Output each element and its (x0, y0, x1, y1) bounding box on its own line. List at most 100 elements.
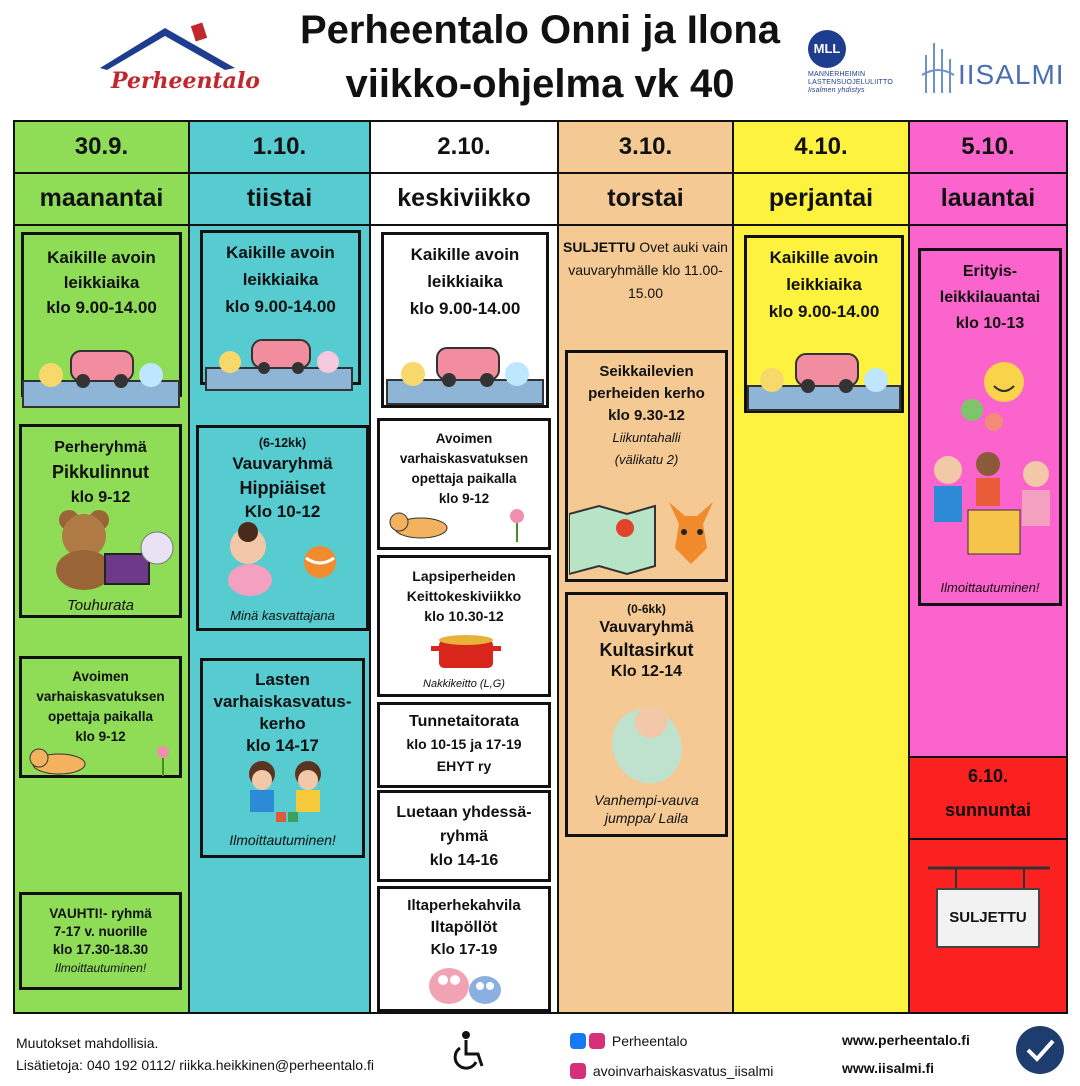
adventure-line2: perheiden kerho (588, 385, 705, 402)
teacher-time: klo 9-12 (438, 491, 490, 506)
teacher-box-monday: Avoimen varhaiskasvatuksen opettaja paik… (19, 656, 182, 778)
date-sunday: 6.10. (967, 766, 1009, 786)
emotion-time: klo 10-15 ja 17-19 (406, 736, 522, 752)
evening-cafe-box: Iltaperhekahvila Iltapöllöt Klo 17-19 (377, 886, 551, 1012)
dayname-thursday: torstai (559, 172, 732, 226)
emotion-title: Tunnetaitorata (409, 713, 519, 730)
teacher-line3: opettaja paikalla (47, 709, 154, 724)
baby-group-name: Kultasirkut (599, 640, 694, 660)
club-line1: Lasten (255, 670, 310, 689)
teacher-time: klo 9-12 (75, 729, 126, 744)
closed-note-line1: Ovet auki vain (639, 239, 728, 255)
column-monday: 30.9. maanantai Kaikille avoin leikkiaik… (13, 120, 190, 1014)
open-play-line1: Kaikille avoin (769, 248, 879, 267)
mll-logo-badge: MLL (808, 30, 846, 68)
open-play-line1: Kaikille avoin (226, 243, 335, 262)
toy-box-icon (386, 347, 544, 405)
adventure-time: klo 9.30-12 (608, 407, 685, 424)
baby-note-line2: jumppa/ Laila (604, 810, 689, 826)
open-play-line2: leikkiaika (63, 273, 140, 292)
dayname-saturday: lauantai (910, 172, 1066, 226)
adventure-address: (välikatu 2) (614, 452, 679, 467)
website-perheentalo[interactable]: www.perheentalo.fi (842, 1032, 970, 1048)
evening-time: Klo 17-19 (430, 941, 498, 958)
baby-note-line1: Vanhempi-vauva (594, 792, 699, 808)
cat-icon (29, 746, 169, 776)
baby-group-time: Klo 10-12 (244, 502, 321, 521)
cat-icon (389, 509, 524, 542)
dayname-monday: maanantai (15, 172, 188, 226)
iisalmi-logo: IISALMI (918, 35, 1064, 95)
closed-info: SULJETTU Ovet auki vain vauvaryhmälle kl… (559, 236, 732, 305)
open-play-box-friday: Kaikille avoin leikkiaika klo 9.00-14.00 (744, 235, 904, 413)
reading-line1: Luetaan yhdessä- (396, 804, 532, 821)
reading-time: klo 14-16 (429, 852, 499, 869)
vauhti-age: 7-17 v. nuorille (53, 924, 148, 939)
perheentalo-logo: Perheentalo (95, 18, 260, 103)
instagram-link[interactable]: avoinvarhaiskasvatus_iisalmi (570, 1056, 773, 1086)
closed-title: SULJETTU (563, 239, 636, 255)
baby-group-age: (6-12kk) (258, 436, 307, 450)
dayname-tuesday: tiistai (190, 172, 369, 226)
adventure-line1: Seikkailevien (599, 363, 694, 380)
footer-social: Perheentalo avoinvarhaiskasvatus_iisalmi (570, 1026, 773, 1086)
date-friday: 4.10. (734, 122, 908, 174)
website-iisalmi[interactable]: www.iisalmi.fi (842, 1060, 935, 1076)
baby-group-time: Klo 12-14 (610, 663, 683, 680)
instagram-icon (570, 1063, 586, 1079)
teacher-box-wednesday: Avoimen varhaiskasvatuksen opettaja paik… (377, 418, 551, 550)
open-play-line2: leikkiaika (786, 275, 862, 294)
page-subtitle: viikko-ohjelma vk 40 (345, 62, 735, 106)
baby-group-box-tuesday: (6-12kk) Vauvaryhmä Hippiäiset Klo 10-12… (196, 425, 369, 631)
owl-icon (429, 968, 501, 1004)
vauhti-note: Ilmoittautuminen! (54, 961, 147, 975)
page-title: Perheentalo Onni ja Ilona (299, 8, 781, 52)
dayname-wednesday: keskiviikko (371, 172, 557, 226)
facebook-link[interactable]: Perheentalo (570, 1026, 773, 1056)
mll-logo-line1: MANNERHEIMIN (808, 71, 866, 78)
toy-box-icon (747, 353, 901, 411)
kitchen-box: Lapsiperheiden Keittokeskiviikko klo 10.… (377, 555, 551, 697)
wheelchair-icon (453, 1031, 484, 1070)
family-group-time: klo 9-12 (70, 489, 131, 506)
club-note: Ilmoittautuminen! (229, 832, 336, 848)
closed-note-line2: vauvaryhmälle (568, 262, 659, 278)
column-friday: 4.10. perjantai Kaikille avoin leikkiaik… (732, 120, 910, 1014)
open-play-line1: Kaikille avoin (410, 245, 520, 264)
column-saturday: 5.10. lauantai Erityis- leikkilauantai k… (908, 120, 1068, 760)
evening-line1: Iltaperhekahvila (407, 897, 521, 914)
toy-box-icon (205, 339, 353, 391)
flower-icon (510, 509, 524, 523)
teddy-bear-icon (56, 510, 174, 590)
baby-group-title: Vauvaryhmä (232, 454, 333, 473)
perheentalo-logo-text: Perheentalo (111, 68, 260, 94)
date-thursday: 3.10. (559, 122, 732, 174)
dayname-friday: perjantai (734, 172, 908, 226)
emotion-org: EHYT ry (436, 758, 492, 774)
baby-group-box-thursday: (0-6kk) Vauvaryhmä Kultasirkut Klo 12-14… (565, 592, 728, 837)
toy-box-icon (22, 350, 180, 408)
mll-logo-line2: LASTENSUOJELULIITTO (808, 79, 893, 86)
open-play-box-monday: Kaikille avoin leikkiaika klo 9.00-14.00 (21, 232, 182, 397)
open-play-line1: Kaikille avoin (47, 248, 156, 267)
date-monday: 30.9. (15, 122, 188, 174)
children-blocks-icon (249, 761, 321, 822)
column-wednesday: 2.10. keskiviikko Kaikille avoin leikkia… (369, 120, 559, 1014)
footer-websites: www.perheentalo.fi www.iisalmi.fi (842, 1026, 970, 1082)
family-group-note: Touhurata (66, 597, 134, 614)
open-play-time: klo 9.00-14.00 (409, 299, 521, 318)
vauhti-title: VAUHTI!- ryhmä (49, 906, 152, 921)
special-note: Ilmoittautuminen! (940, 580, 1040, 595)
children-club-box: Lasten varhaiskasvatus- kerho klo 14-17 … (200, 658, 365, 858)
facebook-icon (570, 1033, 586, 1049)
instagram-label: avoinvarhaiskasvatus_iisalmi (592, 1063, 774, 1079)
kitchen-line2: Keittokeskiviikko (406, 588, 522, 604)
kids-playing-icon (934, 452, 1050, 555)
column-thursday: 3.10. torstai SULJETTU Ovet auki vain va… (557, 120, 734, 1014)
kitchen-line1: Lapsiperheiden (412, 568, 516, 584)
baby-icon (612, 706, 682, 784)
special-time: klo 10-13 (955, 315, 1025, 332)
smiley-icon (961, 362, 1024, 431)
club-line2: varhaiskasvatus- (213, 692, 352, 711)
dayname-sunday: sunnuntai (945, 800, 1031, 820)
